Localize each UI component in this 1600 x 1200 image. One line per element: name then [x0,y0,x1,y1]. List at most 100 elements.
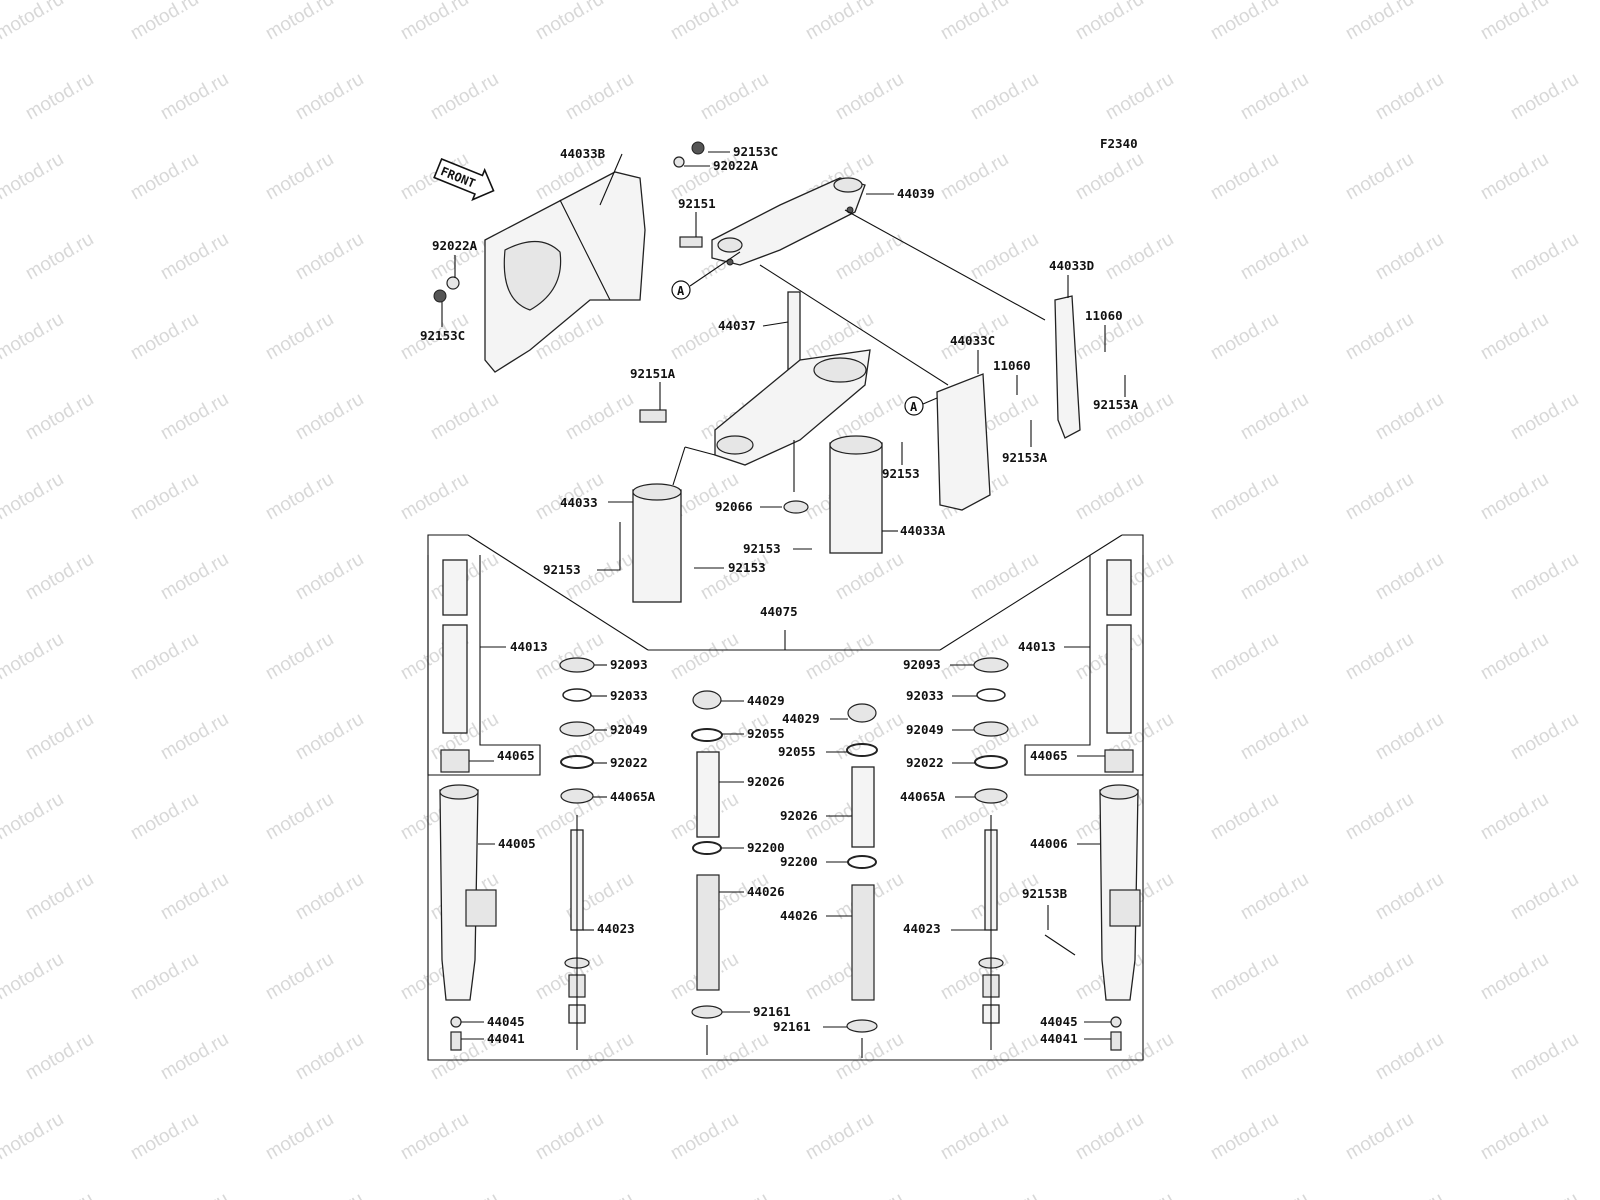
part-number-92153_center: 92153 [743,541,781,556]
part-number-92022_right: 92022 [906,755,944,770]
steering-stem-44037-part [714,291,871,492]
part-number-44037: 44037 [718,318,756,333]
watermark-text: motod.ru [1237,1189,1312,1200]
clip-92033-right-part [976,688,1006,702]
watermark-text: motod.ru [22,1189,97,1200]
watermark-text: motod.ru [1372,229,1447,285]
part-number-44039: 44039 [897,186,935,201]
bushing-44065a-left-part [560,788,594,804]
watermark-text: motod.ru [22,229,97,285]
watermark-text: motod.ru [157,69,232,125]
watermark-text: motod.ru [0,629,67,685]
watermark-text: motod.ru [262,469,337,525]
watermark-text: motod.ru [1372,869,1447,925]
spring-44026-right-part [851,884,875,1001]
watermark-text: motod.ru [1477,469,1552,525]
watermark-text: motod.ru [127,949,202,1005]
part-number-44023_right: 44023 [903,921,941,936]
part-number-92153c_left: 92153C [420,328,465,343]
part-number-44013_left: 44013 [510,639,548,654]
part-number-11060_mid: 11060 [993,358,1031,373]
cap-44029-left-part [692,690,722,710]
watermark-text: motod.ru [1477,149,1552,205]
watermark-text: motod.ru [667,629,742,685]
part-number-44023_left: 44023 [597,921,635,936]
seal-92049-right-part [973,721,1009,737]
watermark-text: motod.ru [157,389,232,445]
watermark-text: motod.ru [1372,1189,1447,1200]
part-number-44029_left: 44029 [747,693,785,708]
watermark-text: motod.ru [802,629,877,685]
part-number-44033a: 44033A [900,523,946,538]
watermark-text: motod.ru [1507,549,1582,605]
watermark-text: motod.ru [157,549,232,605]
part-number-92026_left: 92026 [747,774,785,789]
watermark-text: motod.ru [262,149,337,205]
part-number-44065_left: 44065 [497,748,535,763]
watermark-text: motod.ru [697,1189,772,1200]
part-number-92066: 92066 [715,499,753,514]
watermark-text: motod.ru [0,309,67,365]
part-number-44033d: 44033D [1049,258,1094,273]
cover-44033c-part [936,373,991,511]
part-number-92049_right: 92049 [906,722,944,737]
cover-44033b-part [484,171,646,373]
ref-marker-a-left: A [671,280,691,300]
watermark-text: motod.ru [292,69,367,125]
watermark-text: motod.ru [22,69,97,125]
watermark-text: motod.ru [1477,309,1552,365]
seal-92093-right-part [973,657,1009,673]
watermark-text: motod.ru [292,549,367,605]
watermark-text: motod.ru [562,1189,637,1200]
watermark-text: motod.ru [1507,229,1582,285]
bushing-44065-left-part [440,749,470,773]
part-number-92022a_left: 92022A [432,238,478,253]
part-number-92153a_mid: 92153A [1002,450,1048,465]
watermark-text: motod.ru [1207,949,1282,1005]
bolt-44041-left-part [450,1031,462,1051]
watermark-text: motod.ru [1237,389,1312,445]
watermark-text: motod.ru [697,1029,772,1085]
watermark-text: motod.ru [1507,1029,1582,1085]
bolt-92151-part [679,236,703,248]
watermark-text: motod.ru [1507,389,1582,445]
watermark-text: motod.ru [157,869,232,925]
fork-tube-44013-right-part [1106,559,1132,734]
watermark-text: motod.ru [1372,69,1447,125]
watermark-text: motod.ru [0,469,67,525]
watermark-text: motod.ru [562,389,637,445]
seal-92066-part [783,500,809,514]
watermark-text: motod.ru [292,389,367,445]
washer-92200-left-part [692,841,722,855]
watermark-text: motod.ru [532,0,607,44]
part-number-92049_left: 92049 [610,722,648,737]
watermark-text: motod.ru [22,709,97,765]
watermark-text: motod.ru [967,229,1042,285]
part-number-92153c_top: 92153C [733,144,778,159]
spring-44026-left-part [696,874,720,991]
watermark-text: motod.ru [1372,709,1447,765]
watermark-text: motod.ru [127,629,202,685]
part-number-44013_right: 44013 [1018,639,1056,654]
watermark-text: motod.ru [262,789,337,845]
cap-44029-right-part [847,703,877,723]
washer-44045-left-part [450,1016,462,1028]
watermark-text: motod.ru [832,549,907,605]
part-number-44033: 44033 [560,495,598,510]
watermark-text: motod.ru [127,469,202,525]
cover-44033d-part [1054,295,1081,439]
oring-92055-left-part [691,728,723,742]
part-number-44033c: 44033C [950,333,995,348]
watermark-text: motod.ru [832,229,907,285]
watermark-text: motod.ru [0,949,67,1005]
watermark-text: motod.ru [937,949,1012,1005]
part-number-44045_right: 44045 [1040,1014,1078,1029]
part-number-92055_left: 92055 [747,726,785,741]
part-number-92153_mid: 92153 [882,466,920,481]
watermark-text: motod.ru [1342,789,1417,845]
washer-92022-right-part [974,755,1008,769]
watermark-text: motod.ru [832,1029,907,1085]
watermark-text: motod.ru [697,549,772,605]
